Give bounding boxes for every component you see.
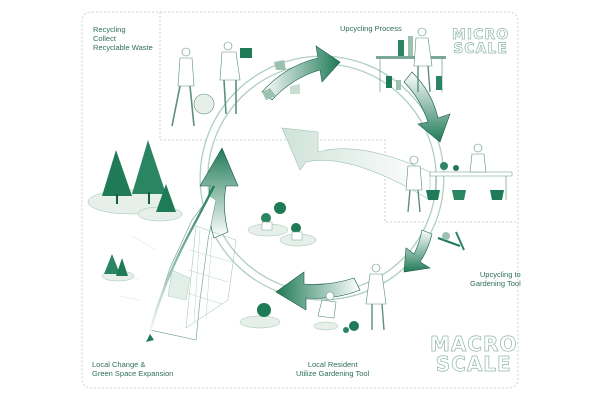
local-change-label-line: Green Space Expansion [92,369,174,378]
arrow-top [261,45,341,101]
macro-scale-title: MACRO SCALE [430,332,518,377]
micro-scale-title-line: MICRO [452,27,510,43]
tree-cluster-illustration [87,140,183,282]
arrow-bottom [275,271,361,311]
local-resident-label-line: Utilize Gardening Tool [296,369,370,378]
residents-gardening-illustration [313,263,387,333]
recycling-label-line: Recycling [93,25,126,34]
local-resident-label-line: Local Resident [307,360,358,369]
gardening-tools-illustration [437,231,465,251]
upcycling-process-label-line: Upcycling Process [340,24,402,33]
micro-scale-title: MICRO SCALE [452,27,510,58]
arrow-upper-right [403,71,451,143]
city-map-illustration [115,185,237,342]
inner-return-arrow [281,127,431,201]
upcycling-to-tool-label-line: Gardening Tool [470,279,521,288]
planting-table-illustration [405,143,513,213]
recycling-label-line: Collect [93,34,116,43]
recycling-label-line: Recyclable Waste [93,43,153,52]
arrow-lower-right [403,229,433,273]
macro-scale-title-line: MACRO [430,332,518,356]
upcycling-to-tool-label-line: Upcycling to [479,270,521,279]
recycling-label: Recycling Collect Recyclable Waste [93,25,153,52]
planters-illustration [239,202,317,329]
upcycling-workbench-illustration [376,27,446,93]
micro-scale-frame [159,12,518,223]
people-collecting-illustration [171,41,300,127]
micro-scale-title-line: SCALE [453,41,508,58]
local-change-label: Local Change & Green Space Expansion [92,360,173,378]
upcycling-process-label: Upcycling Process [340,24,402,33]
macro-scale-title-line: SCALE [435,352,512,377]
macro-scale-frame [81,11,519,389]
local-change-label-line: Local Change & [92,360,146,369]
upcycling-to-tool-label: Upcycling to Gardening Tool [470,270,521,288]
local-resident-label: Local Resident Utilize Gardening Tool [296,360,369,378]
